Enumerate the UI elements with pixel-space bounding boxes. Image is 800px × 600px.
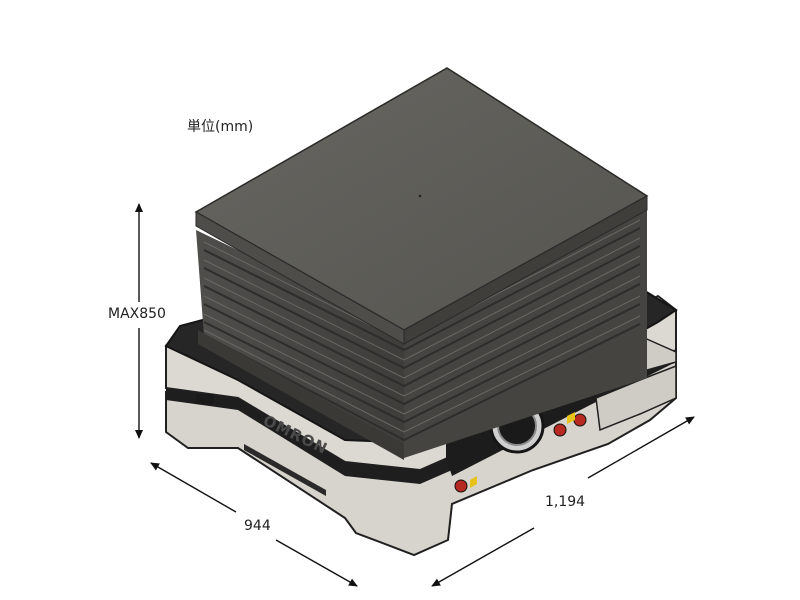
top-plate — [194, 67, 649, 345]
width-dimension-label: 944 — [244, 518, 271, 534]
units-label: 単位(mm) — [187, 119, 254, 135]
height-dimension-label: MAX850 — [108, 306, 166, 322]
bellows-lift — [196, 196, 647, 460]
length-dimension-line — [431, 416, 695, 587]
length-dimension-label: 1,194 — [545, 494, 586, 510]
width-dimension-line — [150, 462, 358, 587]
